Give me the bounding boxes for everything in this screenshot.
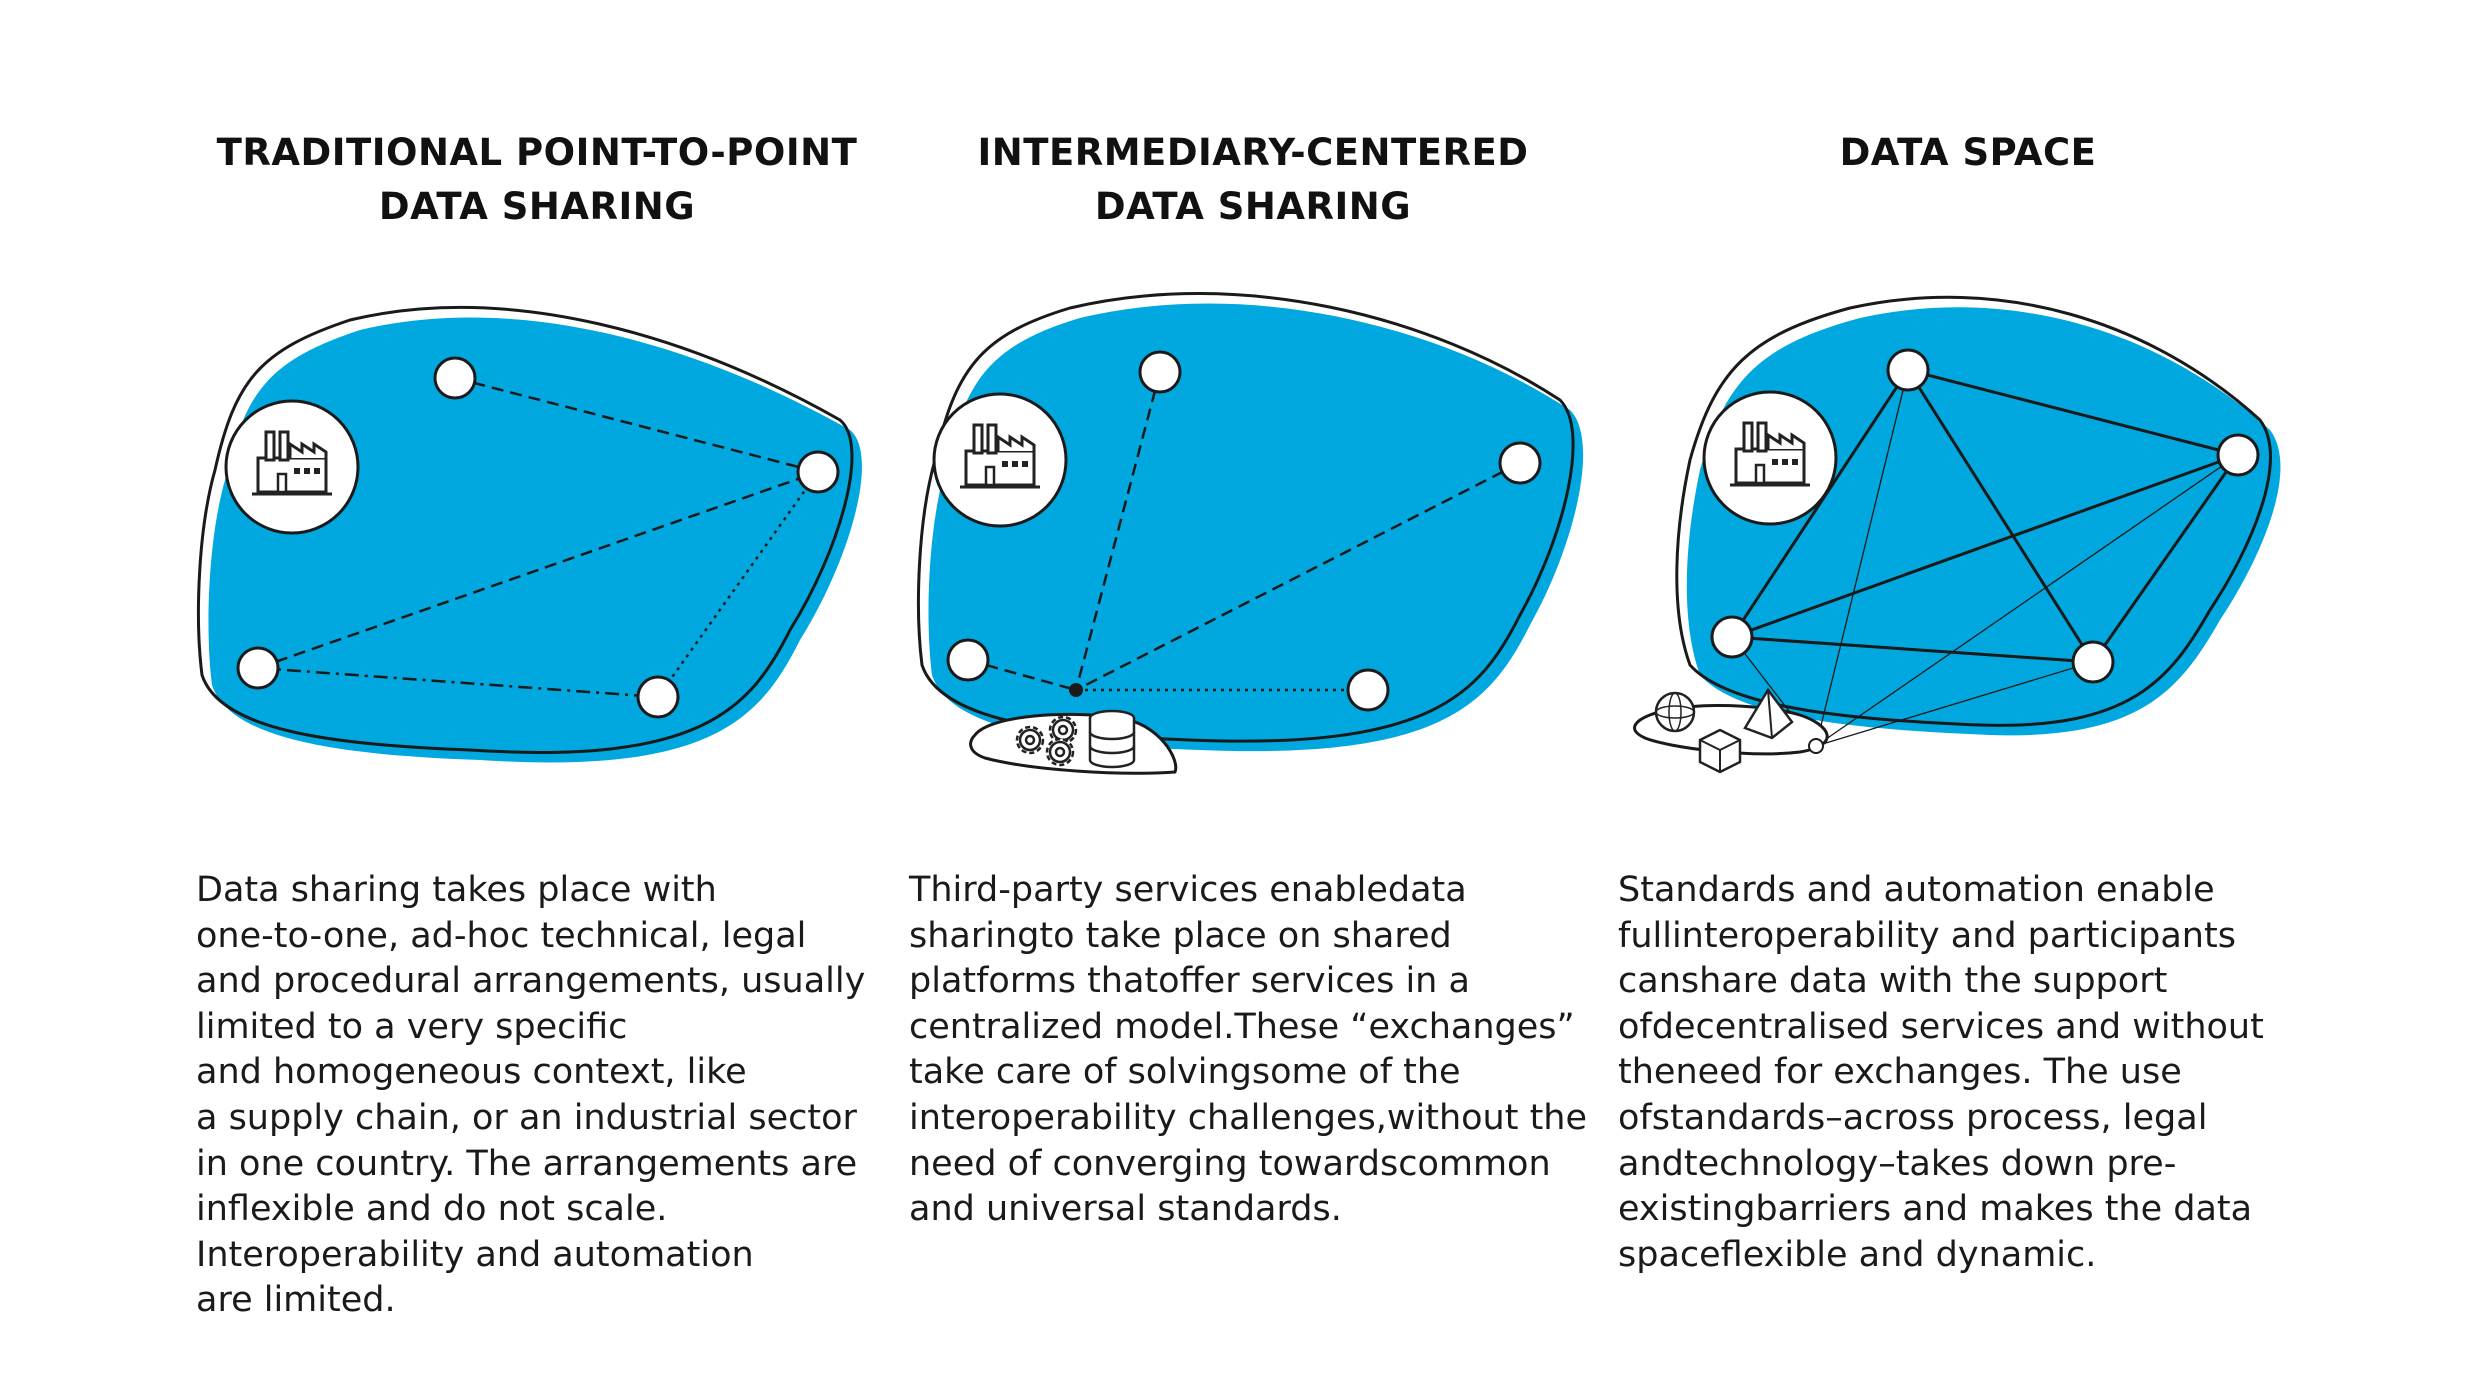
node bbox=[1138, 350, 1182, 394]
node bbox=[2071, 640, 2115, 684]
blob-outline bbox=[1675, 295, 2272, 727]
database-icon bbox=[1088, 709, 1136, 769]
blob-shadow bbox=[208, 317, 862, 763]
link-dashed bbox=[454, 376, 819, 474]
gears-icon bbox=[1045, 737, 1075, 767]
cube-icon bbox=[1698, 728, 1742, 774]
title-intermediary: INTERMEDIARY-CENTERED DATA SHARING bbox=[977, 131, 1529, 228]
blob-shadow bbox=[1686, 307, 2281, 736]
service-point bbox=[1808, 738, 1824, 754]
node bbox=[1346, 668, 1390, 712]
title-point-to-point: TRADITIONAL POINT-TO-POINT DATA SHARING bbox=[216, 131, 858, 228]
node bbox=[1498, 441, 1542, 485]
description-data-space: Standards and automation enable fullinte… bbox=[1618, 870, 2264, 1275]
title-data-space: DATA SPACE bbox=[1839, 131, 2097, 174]
diagram-intermediary bbox=[916, 292, 1584, 775]
pyramid-icon bbox=[1743, 687, 1794, 740]
link-dashed bbox=[257, 470, 819, 670]
link-dashdot bbox=[257, 666, 659, 699]
sphere-icon bbox=[1654, 691, 1696, 733]
diagram-data-space bbox=[1633, 295, 2281, 774]
node bbox=[1886, 348, 1930, 392]
gears-icon bbox=[1048, 715, 1078, 745]
diagrams bbox=[196, 292, 2281, 775]
gears-icon bbox=[1015, 725, 1045, 755]
node bbox=[636, 675, 680, 719]
node bbox=[1710, 615, 1754, 659]
blob-outline bbox=[916, 292, 1575, 743]
hub-point bbox=[1069, 683, 1083, 697]
description-point-to-point: Data sharing takes place with one-to-one… bbox=[196, 870, 866, 1321]
node bbox=[796, 450, 840, 494]
node bbox=[433, 356, 477, 400]
blob-outline bbox=[196, 306, 854, 754]
node bbox=[2216, 433, 2260, 477]
node bbox=[946, 638, 990, 682]
description-intermediary: Third-party services enabledata sharingt… bbox=[909, 870, 1588, 1230]
blob-shadow bbox=[928, 303, 1584, 752]
diagram-point-to-point bbox=[196, 306, 862, 763]
node bbox=[236, 646, 280, 690]
link-dotted bbox=[656, 471, 820, 698]
